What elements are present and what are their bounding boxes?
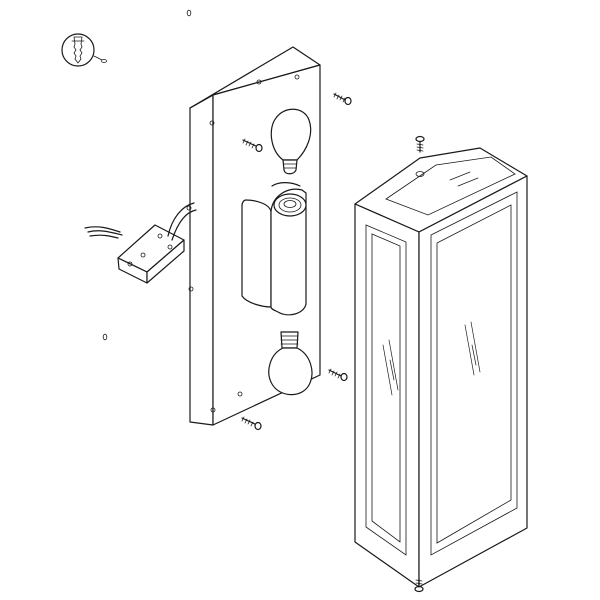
washer-left [102, 333, 108, 341]
upper-bulb [270, 108, 312, 175]
mounting-screw-1 [333, 92, 352, 106]
bottom-screw [414, 578, 424, 593]
mounting-screw-2 [242, 138, 263, 153]
glass-housing [354, 147, 528, 588]
lamp-socket-shade [241, 182, 307, 316]
junction-box [117, 202, 197, 284]
wall-plug-symbol [61, 33, 107, 67]
mounting-screw-3 [328, 368, 348, 382]
mounting-screw-4 [241, 416, 262, 431]
top-screw [415, 135, 425, 153]
supply-wires [84, 226, 123, 239]
washer-top [186, 9, 192, 17]
lower-bulb [268, 331, 313, 396]
